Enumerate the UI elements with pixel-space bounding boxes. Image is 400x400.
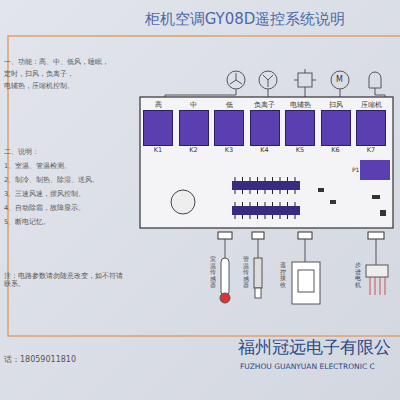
relay-id: K7 [367, 147, 375, 154]
relay-label: 低 [226, 102, 233, 109]
relay: 低 K3 [213, 102, 245, 154]
label: 福州冠远电子有限公 [238, 336, 391, 359]
relay-id: K1 [154, 147, 162, 154]
relay-label: 中 [190, 102, 197, 109]
note-text: 3、三速风速，摆风控制。 [4, 190, 132, 198]
relay-body [356, 110, 386, 146]
note-text: 定时，扫风，负离子， [4, 70, 132, 78]
relay-id: K4 [260, 147, 268, 154]
relay: 扫风 K6 [320, 102, 352, 154]
relay-id: K3 [225, 147, 233, 154]
relay: 高 K1 [142, 102, 174, 154]
relay: 中 K2 [178, 102, 210, 154]
note-text: 注：电路参数请勿随意改变，如不符请联系。 [4, 272, 128, 289]
relay: 负离子 K4 [249, 102, 281, 154]
relay-label: 压缩机 [361, 102, 382, 109]
relay-body [143, 110, 173, 146]
relay: 压缩机 K7 [355, 102, 387, 154]
label: P1 [352, 166, 359, 173]
relay-label: 负离子 [254, 102, 275, 109]
relay-body [285, 110, 315, 146]
note-text: 话：18059011810 [4, 355, 134, 365]
relay-body [321, 110, 351, 146]
label: FUZHOU GUANYUAN ELECTRONIC C [240, 362, 375, 371]
note-text: 二、说明： [4, 148, 132, 156]
note-text: 电辅热，压缩机控制。 [4, 82, 132, 90]
label: M [336, 75, 343, 84]
note-text: 5、断电记忆。 [4, 218, 132, 226]
sensor-label: 步进电机 [355, 262, 361, 288]
note-text: 2、制冷、制热、除湿、送风。 [4, 176, 132, 184]
sensor-label: 遥控接收 [280, 262, 286, 288]
sensor-label: 室温传感器 [210, 256, 216, 289]
relay-body [179, 110, 209, 146]
relay-id: K5 [296, 147, 304, 154]
relay-label: 高 [155, 102, 162, 109]
relay-body [214, 110, 244, 146]
relay-label: 扫风 [329, 102, 343, 109]
relay-id: K2 [189, 147, 197, 154]
relay: 电辅热 K5 [284, 102, 316, 154]
relay-label: 电辅热 [290, 102, 311, 109]
title: 柜机空调GY08D遥控系统说明 [145, 10, 346, 29]
note-text: 一、功能：高、中、低风，睡眠， [4, 58, 132, 66]
note-text: 1、室温、管温检测。 [4, 162, 132, 170]
relay-id: K6 [331, 147, 339, 154]
relay-body [250, 110, 280, 146]
note-text: 4、自动除霜，故障显示。 [4, 204, 132, 212]
sensor-label: 管温传感器 [243, 256, 249, 289]
